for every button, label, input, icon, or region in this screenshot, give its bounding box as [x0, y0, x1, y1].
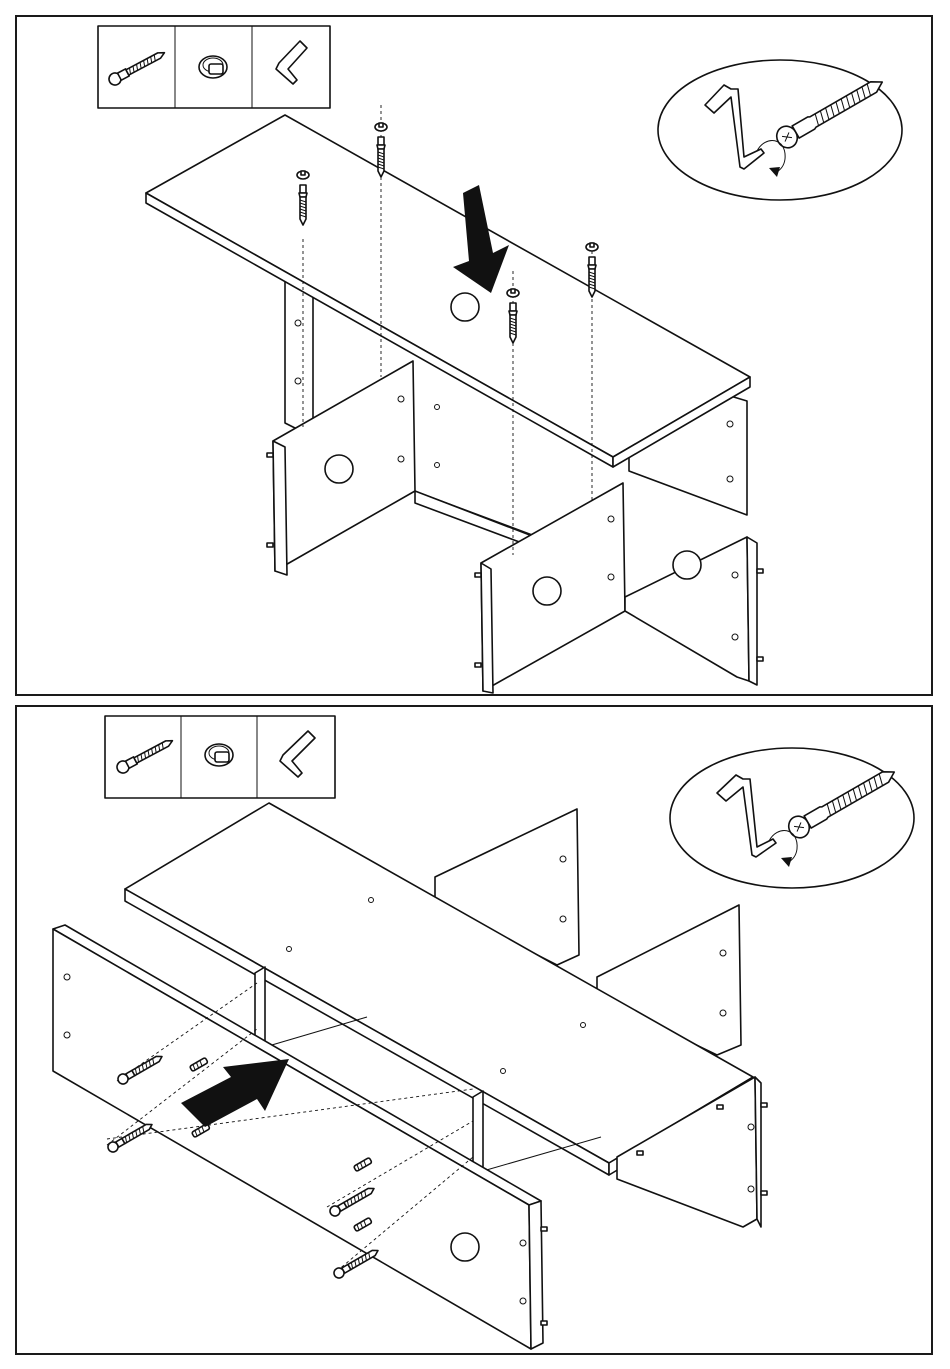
right-end-panel — [625, 537, 763, 685]
middle-divider-panel — [475, 483, 625, 693]
top-panel — [146, 115, 750, 467]
cam-lock-icon — [205, 744, 233, 766]
screw — [106, 1120, 154, 1154]
cam-lock-icon — [199, 56, 227, 78]
step-2-panel — [15, 705, 933, 1355]
detail-bubble — [658, 60, 902, 200]
step-1-panel — [15, 15, 933, 696]
cable-hole — [451, 293, 479, 321]
screw — [332, 1246, 380, 1280]
cable-hole — [451, 1233, 479, 1261]
parts-strip — [105, 716, 335, 798]
detail-bubble — [670, 748, 914, 888]
parts-strip — [98, 26, 330, 108]
